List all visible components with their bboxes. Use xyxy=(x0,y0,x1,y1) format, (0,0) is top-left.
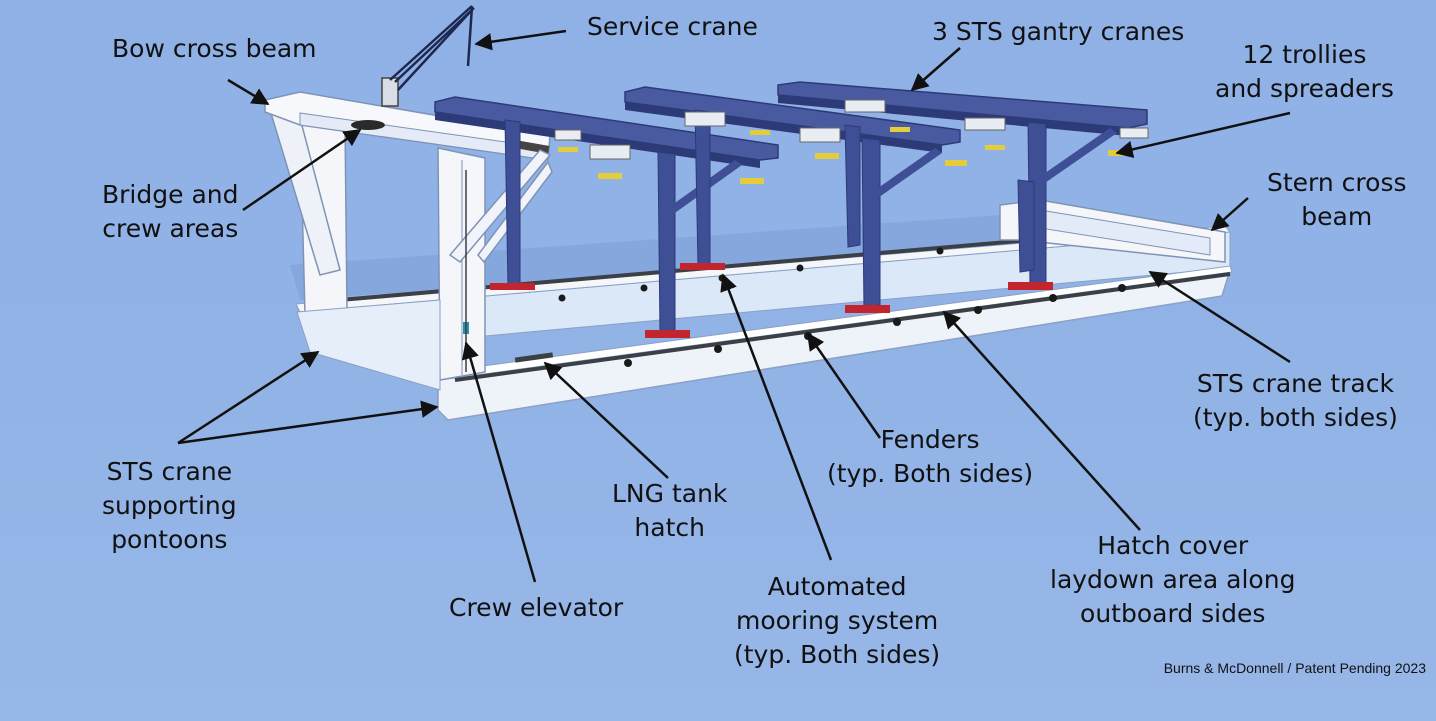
service-crane xyxy=(381,5,475,107)
label-pontoons: STS crane supporting pontoons xyxy=(102,457,237,554)
label-bridge-crew: Bridge and crew areas xyxy=(102,180,239,243)
label-gantry-cranes: 3 STS gantry cranes xyxy=(932,17,1185,46)
label-crew-elevator: Crew elevator xyxy=(449,593,624,622)
label-lng-hatch: LNG tank hatch xyxy=(612,479,728,542)
label-bow-cross-beam: Bow cross beam xyxy=(112,34,317,63)
label-fenders: Fenders (typ. Both sides) xyxy=(827,425,1034,488)
leader-lines xyxy=(177,29,1291,583)
label-mooring: Automated mooring system (typ. Both side… xyxy=(734,572,941,669)
label-service-crane: Service crane xyxy=(587,12,758,41)
fenders xyxy=(558,247,1126,367)
label-trollies: 12 trollies and spreaders xyxy=(1215,40,1394,103)
label-stern-cross-beam: Stern cross beam xyxy=(1267,168,1407,231)
label-crane-track: STS crane track (typ. both sides) xyxy=(1193,369,1398,432)
bow-structure xyxy=(264,91,553,391)
credit-text: Burns & McDonnell / Patent Pending 2023 xyxy=(1163,660,1426,676)
gantry-crane-1 xyxy=(434,96,779,338)
label-hatch-cover: Hatch cover laydown area along outboard … xyxy=(1050,531,1296,628)
